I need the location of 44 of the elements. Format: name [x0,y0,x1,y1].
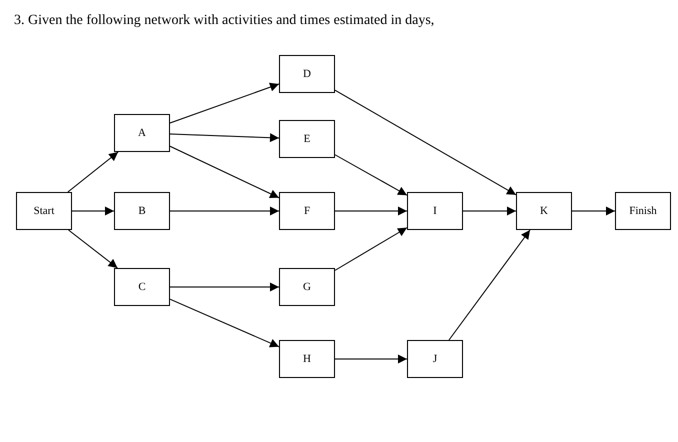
activity-box [407,192,463,230]
arrow [170,133,280,142]
arrow [572,206,616,216]
activity-label: D [303,68,311,80]
activity-box [279,268,335,306]
arrow [462,206,516,216]
arrow [334,90,516,196]
activity-label: E [304,133,310,145]
activity-box [16,192,72,230]
activity-box [279,55,335,93]
activity-box [279,192,335,230]
activity-label: A [138,127,146,139]
arrow [334,227,408,271]
activity-box [279,120,335,158]
heading: 3. Given the following network with activities and times estimated in days, [14,13,434,29]
activity-label: Finish [629,205,657,217]
arrow [170,298,280,348]
activity-label: Start [34,205,54,217]
activity-box [114,268,170,306]
arrow [170,206,280,216]
activity-box [407,340,463,378]
arrow [72,206,114,216]
arrow [334,354,408,364]
arrow [170,146,280,198]
activity-box [114,114,170,152]
activity-box [279,340,335,378]
activity-label: K [540,205,548,217]
activity-box [615,192,671,230]
arrow [334,206,408,216]
activity-label: G [303,281,311,293]
arrow [68,230,118,268]
activity-label: J [432,353,438,365]
activity-box [114,192,170,230]
arrow [448,230,530,340]
arrow [67,152,119,192]
arrow [170,82,280,124]
activity-label: I [433,205,437,217]
arrow [334,154,408,196]
activity-label: C [138,281,146,293]
activity-box [516,192,572,230]
arrow [170,282,280,292]
activity-label: H [303,353,311,365]
activity-label: B [138,205,146,217]
activity-label: F [304,205,310,217]
